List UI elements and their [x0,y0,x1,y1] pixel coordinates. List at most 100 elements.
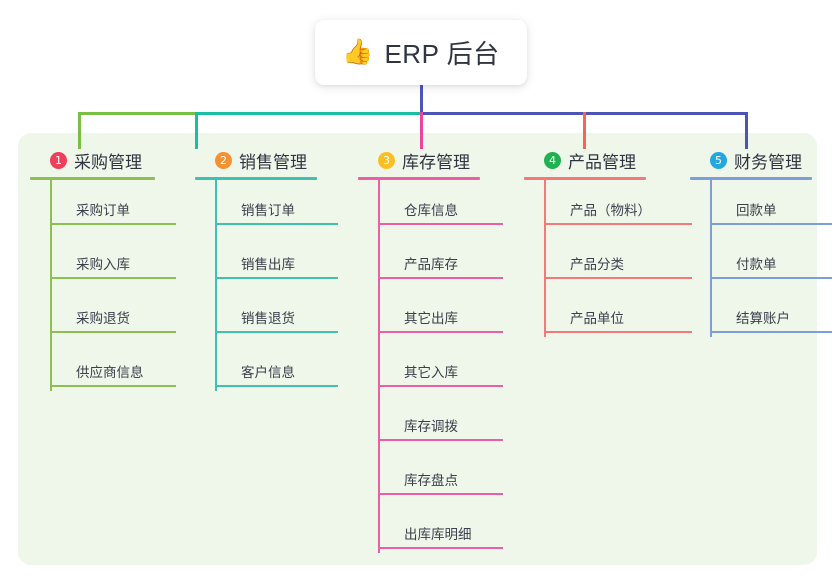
column-sales-management: 2 销售管理 [195,148,357,180]
column-spine-purchase-management [50,180,52,391]
list-item-label: 产品库存 [404,257,458,272]
connector-bus-segment-1 [78,112,195,115]
column-badge-4: 4 [544,151,561,169]
list-item[interactable]: 客户信息 [215,361,338,387]
list-item-rule [378,547,503,549]
list-item-label: 回款单 [736,203,777,218]
connector-drop-sales [195,112,198,149]
list-item-rule [378,223,503,225]
connector-drop-inventory [420,112,423,149]
column-spine-sales-management [215,180,217,391]
column-header-finance-management[interactable]: 5 财务管理 [690,148,839,172]
column-badge-3: 3 [378,151,395,169]
column-spine-finance-management [710,180,712,337]
list-item-rule [544,277,692,279]
column-badge-2: 2 [215,151,232,169]
column-title-purchase-management: 采购管理 [74,152,142,172]
list-item-label: 出库库明细 [404,527,472,542]
list-item-label: 库存调拨 [404,419,458,434]
connector-trunk [420,81,423,114]
column-rule-inventory-management [358,177,480,180]
list-item[interactable]: 其它入库 [378,361,503,387]
list-item-rule [710,277,832,279]
list-item-rule [215,385,338,387]
list-item[interactable]: 销售退货 [215,307,338,333]
list-item-label: 仓库信息 [404,203,458,218]
column-badge-1: 1 [50,151,67,169]
list-item-rule [50,331,176,333]
list-item[interactable]: 付款单 [710,253,832,279]
column-header-purchase-management[interactable]: 1 采购管理 [30,148,195,172]
list-item[interactable]: 仓库信息 [378,199,503,225]
list-item-label: 付款单 [736,257,777,272]
list-item-label: 产品（物料） [570,203,651,218]
column-inventory-management: 3 库存管理 [358,148,520,180]
connector-bus-segment-3 [420,112,745,115]
column-rule-purchase-management [30,177,155,180]
root-node-title: ERP 后台 [384,39,500,69]
list-item-label: 产品分类 [570,257,624,272]
list-item-rule [378,277,503,279]
list-item-rule [378,439,503,441]
column-title-sales-management: 销售管理 [239,152,307,172]
column-badge-5: 5 [710,151,727,169]
connector-drop-finance [745,112,748,149]
list-item-rule [710,331,832,333]
list-item[interactable]: 采购退货 [50,307,176,333]
column-title-finance-management: 财务管理 [734,152,802,172]
list-item[interactable]: 结算账户 [710,307,832,333]
column-rule-product-management [524,177,646,180]
list-item[interactable]: 销售出库 [215,253,338,279]
list-item-label: 库存盘点 [404,473,458,488]
diagram-background-panel [18,133,817,565]
column-rule-sales-management [195,177,317,180]
list-item[interactable]: 销售订单 [215,199,338,225]
list-item[interactable]: 产品单位 [544,307,692,333]
list-item-label: 产品单位 [570,311,624,326]
list-item-rule [710,223,832,225]
list-item-rule [215,277,338,279]
list-item-rule [215,223,338,225]
list-item-rule [378,331,503,333]
column-header-inventory-management[interactable]: 3 库存管理 [358,148,520,172]
column-header-sales-management[interactable]: 2 销售管理 [195,148,357,172]
list-item-rule [215,331,338,333]
list-item[interactable]: 出库库明细 [378,523,503,549]
list-item-rule [50,223,176,225]
list-item[interactable]: 产品库存 [378,253,503,279]
list-item[interactable]: 其它出库 [378,307,503,333]
list-item-label: 销售订单 [241,203,295,218]
list-item-label: 客户信息 [241,365,295,380]
column-title-product-management: 产品管理 [568,152,636,172]
list-item[interactable]: 采购订单 [50,199,176,225]
list-item-rule [378,385,503,387]
root-node-erp-backend[interactable]: 👍 ERP 后台 [315,20,527,85]
column-spine-inventory-management [378,180,380,553]
column-spine-product-management [544,180,546,337]
list-item[interactable]: 供应商信息 [50,361,176,387]
list-item-rule [378,493,503,495]
list-item[interactable]: 采购入库 [50,253,176,279]
list-item-rule [544,331,692,333]
column-product-management: 4 产品管理 [524,148,686,180]
thumbs-up-icon: 👍 [342,38,374,66]
list-item[interactable]: 库存调拨 [378,415,503,441]
column-rule-finance-management [690,177,812,180]
list-item-label: 销售出库 [241,257,295,272]
connector-bus-segment-2 [195,112,420,115]
column-finance-management: 5 财务管理 [690,148,839,180]
list-item-label: 销售退货 [241,311,295,326]
column-title-inventory-management: 库存管理 [402,152,470,172]
column-header-product-management[interactable]: 4 产品管理 [524,148,686,172]
list-item-label: 采购订单 [76,203,130,218]
column-purchase-management: 1 采购管理 [30,148,195,180]
list-item-label: 供应商信息 [76,365,144,380]
list-item-rule [50,277,176,279]
list-item[interactable]: 产品（物料） [544,199,692,225]
list-item-rule [50,385,176,387]
list-item[interactable]: 产品分类 [544,253,692,279]
list-item[interactable]: 库存盘点 [378,469,503,495]
list-item-label: 采购入库 [76,257,130,272]
connector-drop-product [583,112,586,149]
list-item[interactable]: 回款单 [710,199,832,225]
